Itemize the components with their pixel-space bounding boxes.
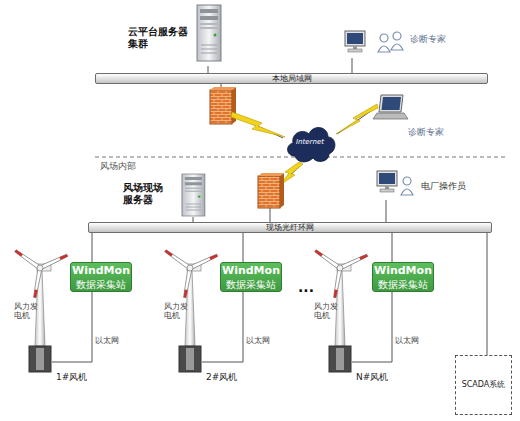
firewall-icon bbox=[258, 173, 284, 176]
laptop-icon bbox=[373, 113, 408, 119]
lightning-bolt bbox=[231, 112, 285, 137]
server-label: 云平台服务器集群 bbox=[128, 26, 192, 49]
farm-server-icon bbox=[182, 174, 205, 216]
farm-server-icon bbox=[182, 174, 205, 216]
network-link bbox=[487, 233, 488, 355]
expert-label: 诊断专家 bbox=[410, 34, 455, 44]
firewall-icon bbox=[210, 87, 236, 90]
region-label: 风场内部 bbox=[100, 160, 136, 173]
server-node: 风场现场服务器 bbox=[123, 172, 207, 217]
expert-people-icon bbox=[378, 32, 403, 52]
expert-pc-icon bbox=[345, 31, 365, 52]
expert-people-icon bbox=[378, 34, 390, 52]
lightning-bolt bbox=[231, 112, 285, 137]
server-node: 云平台服务器集群 bbox=[128, 4, 223, 66]
wind-turbine-drawing bbox=[314, 249, 368, 372]
lightning-bolt bbox=[336, 104, 378, 134]
firewall-icon bbox=[210, 87, 236, 124]
lightning-bolt bbox=[336, 104, 378, 134]
laptop-icon bbox=[382, 97, 402, 110]
internet-cloud: Internet bbox=[283, 118, 337, 166]
firewall-icon bbox=[258, 176, 280, 208]
wind-turbine-drawing bbox=[314, 249, 368, 372]
wind-turbine-drawing bbox=[164, 249, 218, 372]
turbine-number: N#风机 bbox=[356, 372, 388, 382]
collector-body: 数据采集站 bbox=[373, 279, 433, 291]
operator-pc-icon bbox=[377, 171, 397, 192]
turbine-number: 1#风机 bbox=[56, 372, 87, 382]
cloud-label: Internet bbox=[283, 138, 337, 146]
laptop-icon bbox=[373, 95, 408, 119]
wind-turbine: 风力发电机1#风机 bbox=[10, 240, 52, 372]
operator-station: 电厂操作员 bbox=[373, 168, 475, 200]
band-label: 本地局域网 bbox=[96, 74, 487, 83]
link-label: 以太网 bbox=[95, 335, 119, 346]
collector-title: WindMon bbox=[221, 265, 281, 278]
firewall-icon bbox=[280, 173, 284, 208]
expert-label: 诊断专家 bbox=[408, 127, 450, 137]
laptop-icon bbox=[379, 95, 403, 112]
band-label: 现场光纤环网 bbox=[89, 223, 491, 232]
link-label: 以太网 bbox=[395, 335, 419, 346]
network-link bbox=[208, 66, 209, 73]
turbine-label: 风力发电机 bbox=[14, 302, 40, 320]
operator-pc-icon bbox=[377, 171, 397, 192]
scada-box: SCADA系统 bbox=[455, 355, 512, 415]
wind-turbine: 风力发电机N#风机 bbox=[310, 240, 352, 372]
network-link bbox=[202, 233, 243, 362]
operator-label: 电厂操作员 bbox=[421, 181, 475, 191]
collector-title: WindMon bbox=[373, 265, 433, 278]
operator-person-icon bbox=[401, 177, 413, 195]
collector-body: 数据采集站 bbox=[71, 279, 131, 291]
network-band: 现场光纤环网 bbox=[88, 222, 492, 233]
wind-turbine-drawing bbox=[14, 249, 68, 372]
wind-turbine-drawing bbox=[164, 249, 218, 372]
expert-station: 诊断专家 bbox=[340, 28, 455, 58]
firewall-icon bbox=[258, 173, 284, 208]
network-link bbox=[386, 200, 387, 222]
scada-label: SCADA系统 bbox=[456, 380, 511, 389]
network-band: 本地局域网 bbox=[95, 73, 488, 84]
collector-body: 数据采集站 bbox=[221, 279, 281, 291]
network-link bbox=[352, 58, 353, 73]
collector-box: WindMon数据采集站 bbox=[372, 262, 434, 292]
operator-person-icon bbox=[401, 177, 413, 195]
turbine-label: 风力发电机 bbox=[314, 302, 340, 320]
expert-pc-icon bbox=[345, 31, 365, 52]
expert-people-icon bbox=[391, 32, 403, 50]
collector-box: WindMon数据采集站 bbox=[220, 262, 282, 292]
wind-turbine: 风力发电机2#风机 bbox=[160, 240, 202, 372]
firewall-icon bbox=[210, 90, 232, 124]
turbine-number: 2#风机 bbox=[206, 372, 237, 382]
server-label: 风场现场服务器 bbox=[123, 182, 167, 205]
wind-turbine-drawing bbox=[14, 249, 68, 372]
expert-laptop: 诊断专家 bbox=[375, 92, 450, 138]
network-link bbox=[52, 233, 92, 362]
cloud-server-icon bbox=[197, 5, 221, 61]
ellipsis-mark: ... bbox=[298, 279, 314, 295]
collector-title: WindMon bbox=[71, 265, 131, 278]
link-label: 以太网 bbox=[246, 335, 270, 346]
turbine-label: 风力发电机 bbox=[164, 302, 190, 320]
collector-box: WindMon数据采集站 bbox=[70, 262, 132, 292]
cloud-server-icon bbox=[197, 5, 221, 61]
network-link bbox=[352, 233, 392, 362]
